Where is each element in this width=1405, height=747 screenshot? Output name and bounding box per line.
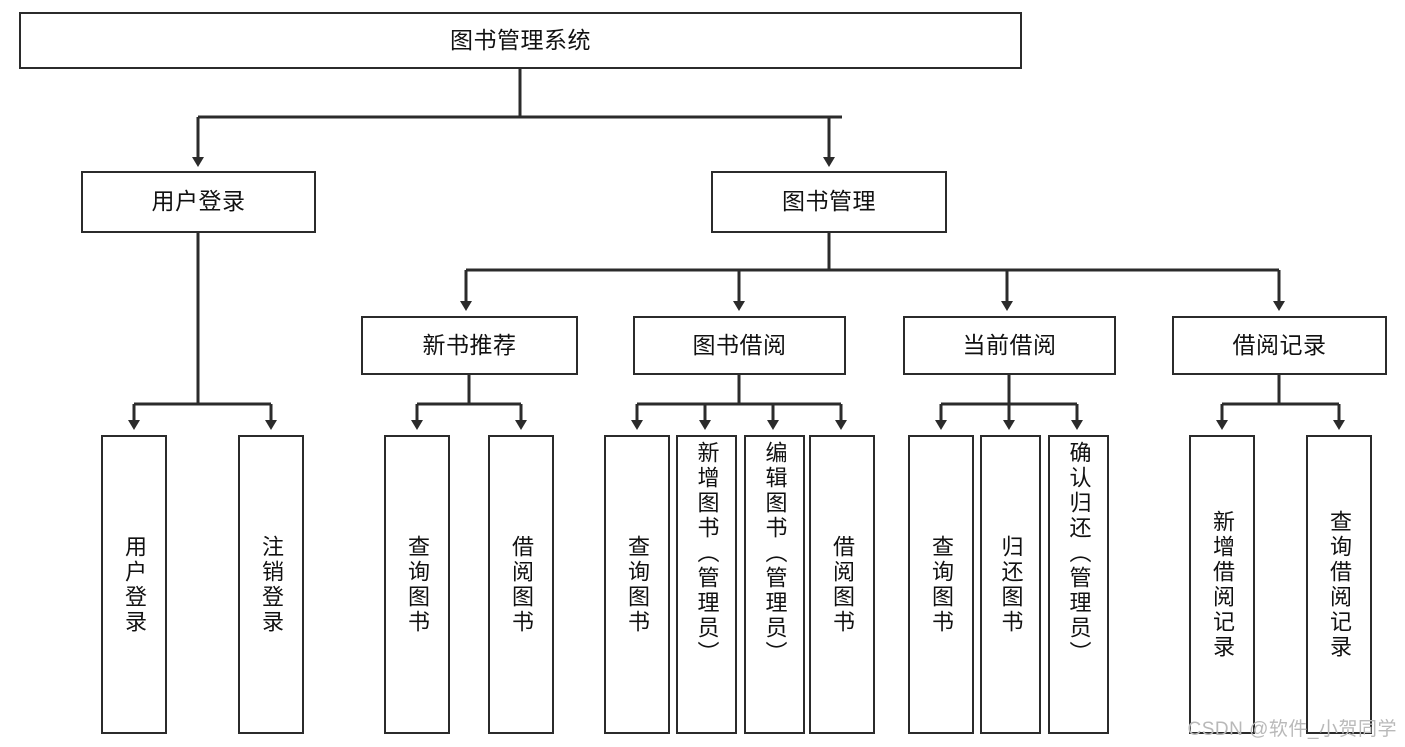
- node-leaf-query-book-3-label: 查询图书: [929, 534, 954, 635]
- node-leaf-user-logout[interactable]: 注销登录: [238, 435, 304, 734]
- node-leaf-add-book-label: 新增图书（管理员）: [694, 441, 720, 666]
- csdn-watermark: CSDN @软件_小贺同学: [1187, 719, 1397, 740]
- node-leaf-return-book-label: 归还图书: [998, 534, 1024, 635]
- node-current-borrow-label: 当前借阅: [962, 331, 1057, 358]
- node-root[interactable]: 图书管理系统: [19, 12, 1022, 69]
- node-leaf-query-record-label: 查询借阅记录: [1327, 509, 1352, 660]
- node-leaf-user-logout-label: 注销登录: [259, 534, 284, 635]
- node-leaf-add-record[interactable]: 新增借阅记录: [1189, 435, 1255, 734]
- node-leaf-edit-book[interactable]: 编辑图书（管理员）: [744, 435, 805, 734]
- node-root-label: 图书管理系统: [450, 26, 591, 53]
- node-leaf-edit-book-label: 编辑图书（管理员）: [762, 441, 788, 666]
- node-borrow-record[interactable]: 借阅记录: [1172, 316, 1387, 375]
- node-leaf-borrow-book-2[interactable]: 借阅图书: [809, 435, 875, 734]
- node-book-borrow-label: 图书借阅: [692, 331, 787, 358]
- node-current-borrow[interactable]: 当前借阅: [903, 316, 1116, 375]
- node-book-manage-label: 图书管理: [782, 188, 876, 215]
- node-leaf-query-book-2[interactable]: 查询图书: [604, 435, 670, 734]
- node-book-manage[interactable]: 图书管理: [711, 171, 947, 233]
- node-leaf-query-book-1-label: 查询图书: [405, 534, 430, 635]
- node-leaf-add-book[interactable]: 新增图书（管理员）: [676, 435, 737, 734]
- node-leaf-add-record-label: 新增借阅记录: [1210, 509, 1235, 660]
- node-leaf-query-book-1[interactable]: 查询图书: [384, 435, 450, 734]
- node-borrow-record-label: 借阅记录: [1232, 331, 1327, 358]
- node-leaf-confirm-return[interactable]: 确认归还（管理员）: [1048, 435, 1109, 734]
- node-leaf-borrow-book-1[interactable]: 借阅图书: [488, 435, 554, 734]
- node-user-login[interactable]: 用户登录: [81, 171, 316, 233]
- node-new-book-recommend-label: 新书推荐: [422, 331, 517, 358]
- node-book-borrow[interactable]: 图书借阅: [633, 316, 846, 375]
- node-leaf-return-book[interactable]: 归还图书: [980, 435, 1041, 734]
- node-user-login-label: 用户登录: [151, 188, 246, 215]
- node-leaf-query-book-2-label: 查询图书: [625, 534, 650, 635]
- node-leaf-user-login[interactable]: 用户登录: [101, 435, 167, 734]
- node-leaf-query-record[interactable]: 查询借阅记录: [1306, 435, 1372, 734]
- node-leaf-user-login-label: 用户登录: [122, 534, 147, 635]
- node-leaf-borrow-book-1-label: 借阅图书: [509, 534, 534, 635]
- node-leaf-query-book-3[interactable]: 查询图书: [908, 435, 974, 734]
- node-leaf-confirm-return-label: 确认归还（管理员）: [1066, 441, 1092, 666]
- node-leaf-borrow-book-2-label: 借阅图书: [830, 534, 855, 635]
- node-new-book-recommend[interactable]: 新书推荐: [361, 316, 578, 375]
